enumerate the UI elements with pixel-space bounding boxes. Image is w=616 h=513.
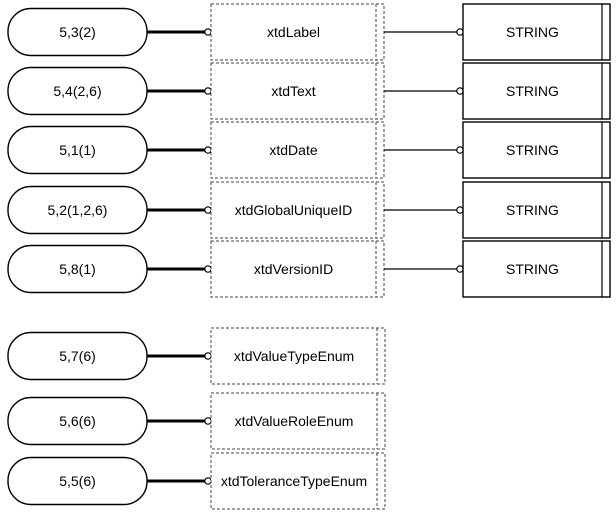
ref-label: 5,2(1,2,6) <box>48 202 108 218</box>
ref-label: 5,5(6) <box>59 473 96 489</box>
entity-box[interactable] <box>210 327 386 385</box>
ref-label: 5,7(6) <box>59 348 96 364</box>
connector-end-circle <box>204 265 212 273</box>
relation-end-circle <box>456 28 464 36</box>
entity-box[interactable] <box>210 452 386 510</box>
target-box[interactable] <box>462 121 611 179</box>
connector-end-circle <box>204 352 212 360</box>
relation-end-circle <box>456 206 464 214</box>
entity-label: xtdVersionID <box>254 261 333 277</box>
ref-label: 5,6(6) <box>59 413 96 429</box>
connector-end-circle <box>204 28 212 36</box>
connector-end-circle <box>204 206 212 214</box>
target-box[interactable] <box>462 240 611 298</box>
relation-end-circle <box>456 146 464 154</box>
target-label: STRING <box>506 142 559 158</box>
target-label: STRING <box>506 261 559 277</box>
target-label: STRING <box>506 83 559 99</box>
entity-label: xtdGlobalUniqueID <box>235 202 353 218</box>
connector-end-circle <box>204 417 212 425</box>
entity-label: xtdValueTypeEnum <box>234 348 354 364</box>
ref-label: 5,3(2) <box>59 24 96 40</box>
target-box[interactable] <box>462 3 611 61</box>
entity-box[interactable] <box>210 3 385 61</box>
target-label: STRING <box>506 202 559 218</box>
entity-label: xtdLabel <box>267 24 320 40</box>
entity-label: xtdText <box>271 83 315 99</box>
entity-label: xtdDate <box>269 142 317 158</box>
relation-end-circle <box>456 265 464 273</box>
ref-label: 5,4(2,6) <box>53 83 101 99</box>
ref-label: 5,8(1) <box>59 261 96 277</box>
target-box[interactable] <box>462 62 611 120</box>
connector-end-circle <box>204 477 212 485</box>
target-box[interactable] <box>462 181 611 239</box>
target-label: STRING <box>506 24 559 40</box>
connector-end-circle <box>204 87 212 95</box>
connector-end-circle <box>204 146 212 154</box>
relation-end-circle <box>456 87 464 95</box>
entity-label: xtdToleranceTypeEnum <box>221 473 367 489</box>
entity-box[interactable] <box>210 392 386 450</box>
entity-box[interactable] <box>210 240 385 298</box>
entity-label: xtdValueRoleEnum <box>235 413 354 429</box>
entity-box[interactable] <box>210 181 385 239</box>
entity-box[interactable] <box>210 121 385 179</box>
ref-label: 5,1(1) <box>59 142 96 158</box>
